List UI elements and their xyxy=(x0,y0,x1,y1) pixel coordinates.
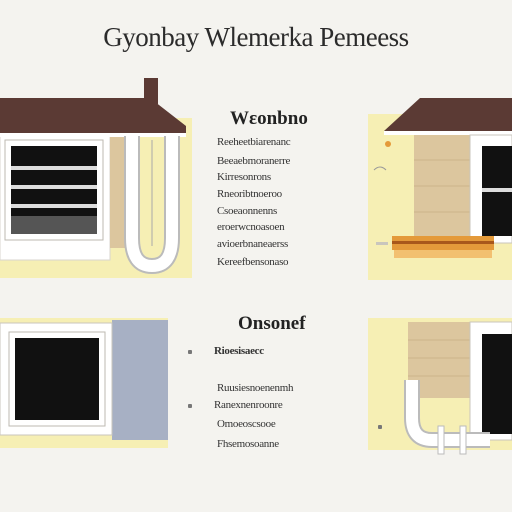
section1-line: Beeaebmoranerre xyxy=(217,155,291,167)
house-bottom-left xyxy=(0,318,168,448)
house-top-right xyxy=(368,98,512,280)
section2-line: Ranexnenroonre xyxy=(214,399,283,411)
section2-line: Rioesisaecc xyxy=(214,345,264,357)
section2-line: Omoeoscsooe xyxy=(217,418,276,430)
house-top-left xyxy=(0,78,192,278)
section1-line: Kereefbensonaso xyxy=(217,256,289,268)
page-title: Gyonbay Wlemerka Pemeess xyxy=(103,22,409,52)
section1-line: eroerwcnoasoen xyxy=(217,221,285,233)
section1-line: avioerbnaneaerss xyxy=(217,238,288,250)
section1-line: Kirresonrons xyxy=(217,171,271,183)
bullet-icon xyxy=(188,350,192,354)
section2-heading: Onsonef xyxy=(238,313,306,334)
bullet-icon xyxy=(188,404,192,408)
house-bottom-right xyxy=(368,318,512,455)
section1-line: Csoeaonnenns xyxy=(217,205,277,217)
bullet-icon xyxy=(378,425,382,429)
section1-line: Reeheetbiarenanc xyxy=(217,136,291,148)
section2-line: Ruusiesnoenenmh xyxy=(217,382,294,394)
section1-line: Rneoribtnoeroo xyxy=(217,188,282,200)
section2-line: Fhsemosoanne xyxy=(217,438,279,450)
section1-heading: Wεonbno xyxy=(230,108,308,129)
